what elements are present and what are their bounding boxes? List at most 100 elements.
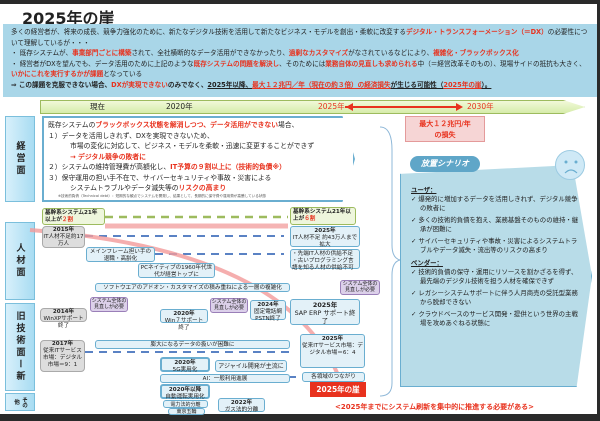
list-item: ✓ サイバーセキュリティや事故・災害によるシステムトラブルやデータ滅失・流出等の… (411, 237, 578, 254)
legacy-text: 基幹系システム21年以上が (293, 209, 351, 222)
intro-text: の必要性について理解しているが・・・ (11, 28, 588, 47)
autonomous-box: 2020年以降自動運転実用化 (160, 384, 210, 400)
mg-highlight: リスクの高まり (178, 184, 227, 192)
conclusion-highlight: 2025年の崖 (443, 80, 482, 89)
year: 2020年以降 (168, 387, 202, 393)
bullet-highlight: 過剰なカスタマイズ (288, 49, 349, 58)
mg-item-3: ３）保守運用の担い手不在で、サイバーセキュリティや事故・災害による (48, 173, 272, 182)
legacy-2020-box: 基幹系システム21年以上が２割 (42, 208, 105, 225)
advanced-it-box: ・先端IT人材の供給不足 ・古いプログラミング言語を知る人材の供給不可 (290, 249, 360, 271)
bullet-highlight: 複雑化・ブラックボックス化 (433, 49, 519, 58)
scenario-title: 放置シナリオ (410, 156, 480, 172)
timeline-2030: 2030年 (467, 102, 494, 111)
event: Win７サポート終了 (164, 318, 204, 331)
bullet-highlight: 業務自体の見直しも求められる (325, 59, 418, 68)
bullet-highlight: 事業部門ごとに構築 (72, 49, 132, 58)
vendor-list: ✓ 技術的負債の保守・運用にリソースを割かざるを得ず、最先端のデジタル技術を担う… (411, 268, 583, 328)
management-box: 既存システムのブラックボックス状態を解消しつつ、データ活用ができない場合、 １）… (42, 116, 355, 202)
year: 2014年 (52, 309, 75, 315)
data-difficulty-box: 膨大になるデータの扱いが困難に (95, 340, 290, 349)
conclusion-text: 2025年以降、 (207, 80, 253, 89)
sad-face-icon (555, 150, 585, 180)
event: ガス法的分離 (224, 407, 259, 413)
event: 固定電話網PSTN終了 (254, 309, 282, 322)
top-border (0, 0, 600, 4)
market-2025-box: 2025年従来ITサービス市場：デジタル市場＝6：4 (300, 334, 365, 368)
mg-item-2: ２）システムの維持管理費が高額化し、 (48, 163, 171, 171)
intro-box: 多くの経営者が、将来の成長、競争力強化のために、新たなデジタル技術を活用して新た… (3, 24, 597, 97)
scenario-box: ユーザ： ✓ 爆発的に増加するデータを活用しきれず、デジタル競争の敗者に ✓ 多… (400, 165, 592, 387)
brace-line (379, 126, 401, 397)
timeline-now: 現在 (90, 102, 105, 111)
category-people: 人材面 (5, 222, 35, 300)
conclusion-highlight: DXが実現できない (111, 80, 168, 89)
bullet-text: 、そのためには (279, 59, 326, 68)
list-item: ✓ レガシーシステムサポートに伴う人月商売の受託型業務から脱却できない (411, 289, 578, 306)
market-2017-box: 2017年従来ITサービス市場：デジタル市場＝9：1 (40, 340, 85, 372)
mg-footnote: ※技術的負債（Technical debt）：短期的な観点でシステムを開発し、結… (58, 193, 267, 198)
mg-highlight: ブラックボックス状態を解消しつつ、データ活用ができない (95, 121, 279, 129)
conclusion-text: ⇒ この課題を克服できない場合、 (11, 80, 112, 89)
timeline-2025: 2025年 (318, 102, 345, 111)
category-management: 経営面 (5, 116, 35, 202)
agile-box: アジャイル開発が主流に (215, 360, 287, 372)
list-item: ✓ 技術的負債の保守・運用にリソースを割かざるを得ず、最先端のデジタル技術を担う… (411, 268, 578, 285)
review-callout: システム全体の見直しが必要 (210, 298, 248, 313)
mg-item-1: １）データを活用しきれず、DXを実現できないため、 (48, 131, 214, 140)
mg-text: 既存システムの (48, 121, 96, 129)
shortage-text: IT人材不足 約43万人まで拡大 (292, 235, 358, 248)
year: 2020年 (173, 311, 195, 317)
red-period-arrow (345, 106, 457, 108)
olympics-box: 東京五輪 (168, 408, 205, 415)
legacy-ratio: ６割 (304, 216, 316, 222)
page-title: 2025年の崖 (22, 9, 115, 28)
event: 自動運転実用化 (165, 394, 205, 400)
bullet-text: がなされているなどにより、 (348, 49, 434, 58)
year: 2020年 (174, 360, 196, 366)
year: 2022年 (230, 400, 253, 406)
mg-text: システムトラブルやデータ滅失等の (70, 184, 179, 192)
review-callout: システム全体の見直しが必要 (340, 280, 380, 295)
vendor-heading: ベンダー： (411, 259, 443, 267)
connection-box: 各領域のつながり (302, 372, 365, 382)
conclusion-note: <2025年までにシステム刷新を集中的に推進する必要がある> (335, 403, 535, 411)
bullet-text: となっている (103, 70, 143, 79)
list-item: ✓ クラウドベースのサービス開発・提供という世界の主戦場を攻めあぐねる状態に (411, 310, 578, 327)
loss-callout: 最大１２兆円/年 の損失 (405, 116, 485, 142)
year: 2025年 (314, 228, 336, 234)
list-item: ✓ 多くの技術的負債を抱え、業務基盤そのものの維持・継承が困難に (411, 216, 579, 233)
timeline-2020: 2020年 (166, 102, 193, 111)
conclusion-text: ）。 (481, 80, 492, 89)
timeline-arrow (40, 100, 585, 114)
user-heading: ユーザ： (411, 186, 437, 194)
intro-highlight: デジタル・トランスフォーメーション（＝DX） (405, 28, 548, 36)
year: 2025年 (321, 336, 344, 342)
category-other: その他 (5, 393, 35, 411)
mg-item-1-result: → デジタル競争の敗者に (70, 152, 146, 161)
event: SAP ERP サポート終了 (294, 309, 356, 325)
conclusion-text: が生じる可能性（ (390, 80, 444, 89)
ai-box: AI：一般利用進展 (160, 374, 290, 383)
shortage-text: IT人材不足約17万人 (43, 234, 84, 247)
cliff-label: 2025年の崖 (310, 382, 366, 397)
mg-text: 場合、 (278, 121, 299, 129)
year: 2015年 (52, 227, 75, 233)
review-callout: システム全体の見直しが必要 (90, 297, 128, 312)
arrowhead-right-icon (456, 103, 463, 111)
bullet-text: されて、全社横断的なデータ活用ができなかったり、 (131, 49, 289, 58)
bullet-text: ・ 経営者がDXを望んでも、データ活用のために上記のような (11, 59, 194, 68)
year: 2024年 (257, 302, 279, 308)
arrowhead-left-icon (346, 103, 353, 111)
mg-item-1-detail: 市場の変化に対応して、ビジネス・モデルを柔軟・迅速に変更することができず (70, 142, 315, 150)
mg-highlight: IT予算の９割以上に（技術的負債※） (170, 163, 286, 171)
mainframe-box: メインフレーム担い手の退職・高齢化 (86, 247, 155, 262)
addon-box: ソフトウエアのアドオン・カスタマイズの積み重ねによる一層の複雑化 (95, 283, 290, 292)
conclusion-highlight: 最大１２兆円／年（現在の約３倍）の経済損失 (252, 80, 391, 89)
legacy-ratio: ２割 (61, 217, 73, 223)
